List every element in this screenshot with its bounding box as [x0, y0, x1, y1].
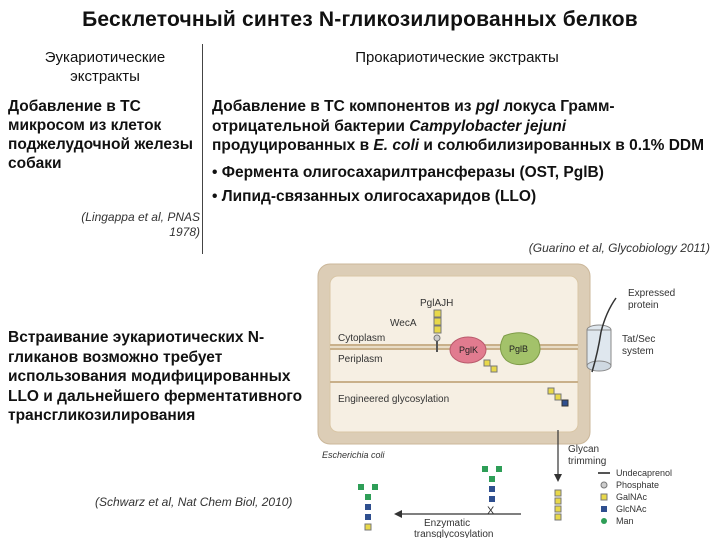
tatsec-label-1: Tat/Sec	[622, 334, 655, 345]
glycan-square	[547, 387, 555, 395]
expressed-label-1: Expressed	[628, 288, 675, 299]
legend: Undecaprenol Phosphate GalNAc GlcNAc Man	[598, 468, 672, 526]
pglk-label: PglK	[459, 345, 478, 355]
pglajh-label: PglAJH	[420, 298, 453, 309]
man-circle	[365, 494, 371, 500]
glycan-square	[433, 317, 442, 326]
legend-label: Man	[616, 516, 634, 526]
man-circle	[496, 466, 502, 472]
trimming-label-1: Glycan	[568, 444, 599, 455]
galnac-square	[364, 523, 372, 531]
pglk-protein	[449, 336, 487, 364]
galnac-square	[554, 497, 562, 505]
tatsec-label-2: system	[622, 346, 654, 357]
man-swatch	[601, 518, 607, 524]
right-body-part: E. coli	[373, 137, 420, 154]
tat-bottom	[586, 360, 612, 372]
right-body-part: локуса Грамм-отрицательной бактерии	[212, 98, 615, 135]
glycan-tree-right	[554, 489, 562, 521]
left-citation: (Lingappa et al, PNAS 1978)	[81, 210, 200, 239]
periplasm-label: Periplasm	[338, 354, 382, 365]
glycan-square	[483, 359, 491, 367]
glcnac-swatch	[601, 506, 607, 512]
glycan-square	[561, 399, 569, 407]
transglycosylation-arrowhead	[394, 510, 402, 518]
glycan-square	[490, 365, 498, 373]
cytoplasm-label: Cytoplasm	[338, 333, 385, 344]
glcnac-square	[489, 486, 495, 492]
bullet-item: • Фермента олигосахарилтрансферазы (OST,…	[212, 163, 604, 181]
tat-body	[586, 329, 612, 367]
glycan-chain	[433, 309, 442, 352]
legend-label: GalNAc	[616, 492, 648, 502]
legend-label: Phosphate	[616, 480, 659, 490]
man-circle	[489, 476, 495, 482]
expressed-label-2: protein	[628, 300, 659, 311]
right-column-header: Прокариотические экстракты	[355, 49, 559, 66]
left-body-text: Добавление в ТС микросом из клеток подже…	[8, 98, 193, 172]
glycan-square	[433, 309, 442, 318]
pglb-label: PglB	[509, 344, 528, 354]
pglb-protein	[500, 332, 541, 366]
bottom-citation: (Schwarz et al, Nat Chem Biol, 2010)	[95, 495, 293, 509]
middle-body-text: Встраивание эукариотических N-гликанов в…	[8, 329, 303, 424]
right-body-part: Добавление в ТС компонентов из	[212, 98, 476, 115]
x-mark: X	[487, 505, 495, 517]
galnac-square	[554, 513, 562, 521]
phosphate-circle	[433, 334, 441, 342]
enzymatic-label-1: Enzymatic	[424, 518, 470, 529]
legend-label: GlcNAc	[616, 504, 647, 514]
glycan-tree-mid: X	[482, 466, 502, 517]
glcnac-square	[365, 514, 371, 520]
left-column-header: Эукариотические экстракты	[44, 49, 166, 85]
glcnac-square	[489, 496, 495, 502]
right-body-text: Добавление в ТС компонентов из pgl локус…	[212, 97, 712, 207]
right-body-part: и солюбилизированных в 0.1% DDM	[419, 137, 705, 154]
galnac-square	[554, 489, 562, 497]
bullet-item: • Липид-связанных олигосахаридов (LLO)	[212, 188, 537, 205]
periplasm-glycans	[483, 359, 569, 407]
right-body-part: продуцированных в	[212, 137, 374, 154]
trimming-label-2: trimming	[568, 456, 606, 467]
phosphate-swatch	[600, 481, 608, 489]
galnac-square	[554, 505, 562, 513]
galnac-swatch	[600, 493, 608, 501]
right-body-part: pgl	[475, 98, 500, 115]
enzymatic-label-2: transglycosylation	[414, 529, 493, 538]
engineered-label: Engineered glycosylation	[338, 394, 449, 405]
trimming-arrowhead	[554, 474, 562, 482]
glycan-square	[433, 325, 442, 334]
legend-label: Undecaprenol	[616, 468, 672, 478]
man-circle	[358, 484, 364, 490]
glycosylation-diagram: PglAJH WecA Cytoplasm Periplasm Engineer…	[317, 263, 675, 538]
glycan-square	[554, 393, 562, 401]
weca-label: WecA	[390, 318, 417, 329]
right-citation: (Guarino et al, Glycobiology 2011)	[528, 241, 710, 255]
protein-path	[591, 297, 617, 373]
glcnac-square	[365, 504, 371, 510]
glycan-tree-left	[358, 484, 378, 531]
man-circle	[482, 466, 488, 472]
column-divider	[202, 44, 203, 254]
page-title: Бесклеточный синтез N-гликозилированных …	[82, 8, 638, 31]
right-body-part: Campylobacter jejuni	[409, 117, 567, 135]
man-circle	[372, 484, 378, 490]
ecoli-label: Escherichia coli	[322, 450, 386, 460]
